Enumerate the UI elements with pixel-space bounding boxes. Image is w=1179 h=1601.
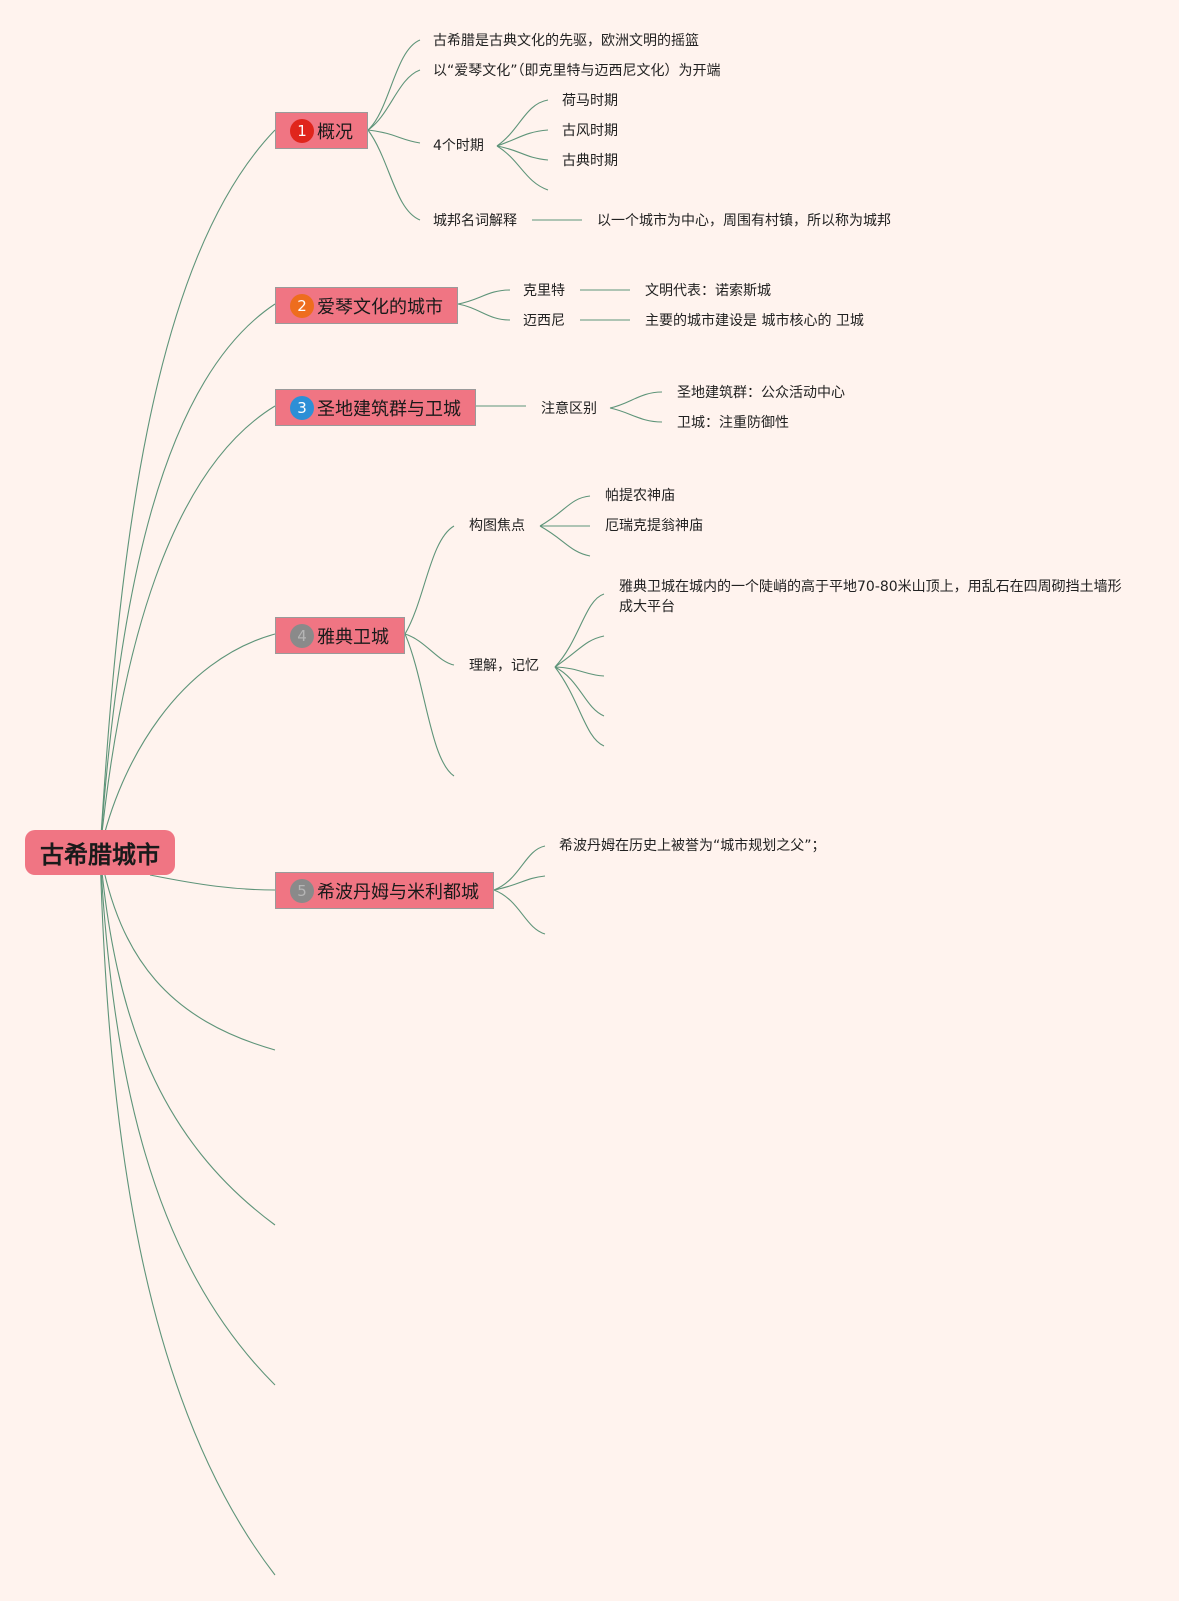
subtopic[interactable]: 迈西尼 [523, 313, 565, 329]
topic-title: 爱琴文化的城市 [317, 296, 443, 318]
connector [554, 666, 605, 747]
definition-text[interactable]: 以一个城市为中心，周围有村镇，所以称为城邦 [597, 213, 891, 229]
connector [99, 851, 276, 1226]
priority-3-icon: 3 [290, 395, 314, 420]
priority-1-icon: 1 [290, 118, 314, 143]
connector [457, 289, 511, 305]
connector [609, 407, 663, 423]
connector [367, 129, 421, 221]
priority-2-icon: 2 [290, 293, 314, 318]
priority-5-icon: 5 [290, 878, 314, 903]
subtopic[interactable]: 希波丹姆在历史上被誉为“城市规划之父”； [559, 838, 826, 854]
connector [496, 129, 549, 147]
topic-title: 希波丹姆与米利都城 [317, 881, 479, 903]
connector [496, 145, 549, 191]
connector [99, 303, 276, 853]
connector [554, 666, 605, 677]
connector [493, 889, 546, 935]
subtopic[interactable]: 以“爱琴文化”（即克里特与迈西尼文化）为开端 [433, 63, 721, 79]
root-topic[interactable]: 古希腊城市 [25, 830, 175, 875]
connector [99, 405, 276, 853]
connector [149, 874, 276, 891]
focus-item[interactable]: 厄瑞克提翁神庙 [605, 518, 703, 534]
period-item[interactable]: 荷马时期 [562, 93, 618, 109]
connector [404, 525, 455, 635]
connector [539, 495, 591, 527]
subtopic[interactable]: 城邦名词解释 [433, 213, 517, 229]
subtopic[interactable]: 古希腊是古典文化的先驱，欧洲文明的摇篮 [433, 33, 699, 49]
connector [554, 593, 605, 668]
priority-4-icon: 4 [290, 623, 314, 648]
connector [554, 635, 605, 668]
topic-title: 圣地建筑群与卫城 [317, 398, 461, 420]
connector [367, 39, 421, 131]
focus-item[interactable]: 帕提农神庙 [605, 488, 675, 504]
connector [99, 129, 276, 853]
period-item[interactable]: 古风时期 [562, 123, 618, 139]
detail-text[interactable]: 文明代表：诺索斯城 [645, 283, 771, 299]
topic-title: 雅典卫城 [317, 626, 389, 648]
connector [554, 666, 605, 717]
connector [404, 633, 455, 666]
connector [404, 633, 455, 777]
topic-title: 概况 [317, 121, 353, 143]
detail-text[interactable]: 卫城：注重防御性 [677, 415, 789, 431]
connector [99, 851, 276, 1386]
connector [493, 875, 546, 891]
subtopic[interactable]: 构图焦点 [469, 518, 525, 534]
detail-text[interactable]: 主要的城市建设是 城市核心的 卫城 [645, 313, 864, 329]
root-title: 古希腊城市 [40, 841, 160, 869]
connector [496, 145, 549, 161]
connector [367, 129, 421, 144]
connector [99, 633, 276, 853]
period-item[interactable]: 古典时期 [562, 153, 618, 169]
topic-athens-acropolis[interactable]: 4 雅典卫城 [275, 617, 405, 654]
subtopic[interactable]: 克里特 [523, 283, 565, 299]
connector [609, 391, 663, 409]
connector [367, 69, 421, 131]
connector [539, 525, 591, 557]
topic-sanctuary-acropolis[interactable]: 3 圣地建筑群与卫城 [275, 389, 476, 426]
connector [457, 303, 511, 321]
connector [496, 99, 549, 147]
subtopic[interactable]: 注意区别 [541, 401, 597, 417]
memory-item[interactable]: 雅典卫城在城内的一个陡峭的高于平地70-80米山顶上，用乱石在四周砌挡土墙形成大… [619, 579, 1122, 615]
detail-text[interactable]: 圣地建筑群：公众活动中心 [677, 385, 845, 401]
connector [99, 851, 276, 1051]
subtopic[interactable]: 4个时期 [433, 138, 484, 154]
connector [493, 845, 546, 891]
topic-hippodamus-miletus[interactable]: 5 希波丹姆与米利都城 [275, 872, 494, 909]
connector [99, 851, 276, 1576]
topic-overview[interactable]: 1 概况 [275, 112, 368, 149]
topic-aegean-cities[interactable]: 2 爱琴文化的城市 [275, 287, 458, 324]
subtopic[interactable]: 理解，记忆 [469, 658, 539, 674]
